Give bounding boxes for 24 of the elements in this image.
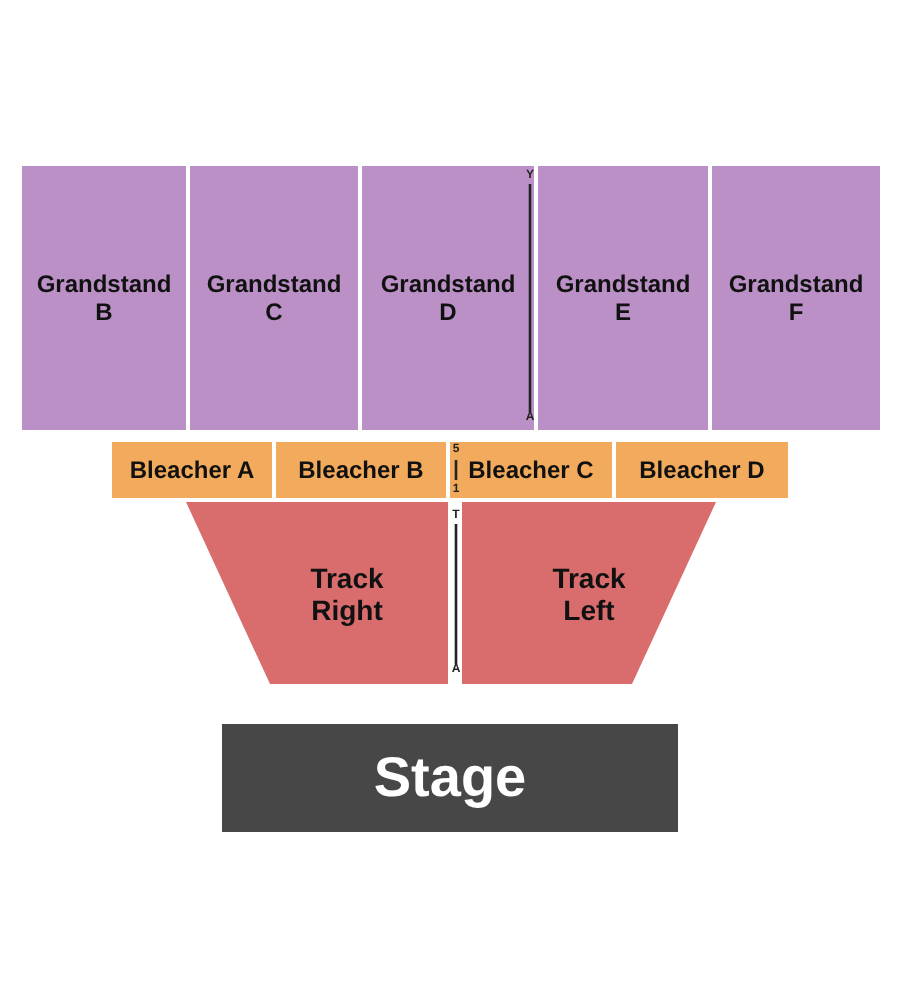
section-label: Bleacher D [639,456,765,484]
bleacher-section [614,440,790,500]
bleacher-section [448,440,614,500]
grandstand-section [360,164,536,432]
track-section [462,502,716,684]
grandstand-section [188,164,360,432]
bleacher-section [110,440,274,500]
section-label: Bleacher A [129,456,255,484]
section-label: Bleacher C [468,456,594,484]
section-label: Grandstand F [726,270,866,326]
section-label: Track Right [308,561,386,625]
grandstand-section [536,164,710,432]
stage [220,722,680,834]
section-label: Grandstand B [34,270,174,326]
section-label: Bleacher B [298,456,424,484]
bleacher-section [274,440,448,500]
section-label: Grandstand E [553,270,693,326]
section-label: Grandstand C [204,270,344,326]
section-label: Stage [373,746,527,810]
grandstand-section [710,164,882,432]
track-section [186,502,448,684]
section-label: Track Left [550,561,628,625]
section-label: Grandstand D [378,270,518,326]
grandstand-section [20,164,188,432]
